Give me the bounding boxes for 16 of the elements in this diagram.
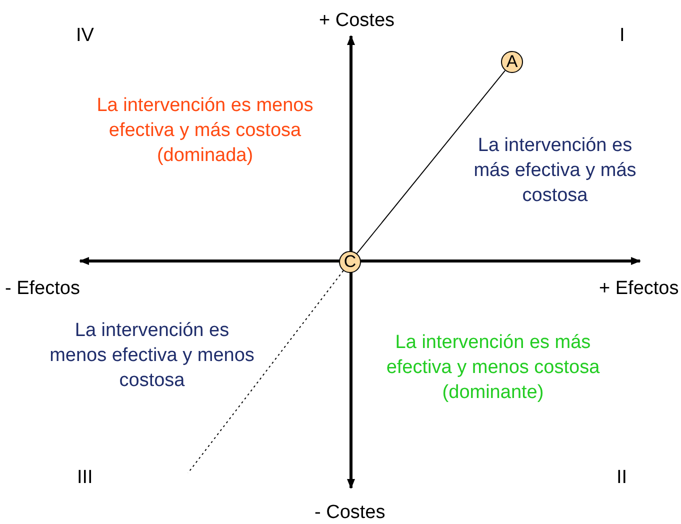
dotted-line	[188, 270, 344, 474]
quadrant-description: La intervención es más efectiva y menos costosa (dominante)	[385, 331, 601, 405]
axis-label: + Efectos	[599, 277, 679, 301]
point-marker: C	[339, 251, 361, 273]
quadrant-description: La intervención es más efectiva y más costosa	[472, 134, 638, 208]
quadrant-number: IV	[76, 24, 94, 48]
quadrant-description: La intervención es menos efectiva y más costosa (dominada)	[96, 94, 314, 168]
quadrant-number: II	[616, 466, 628, 490]
quadrant-number: III	[77, 466, 93, 490]
quadrant-number: I	[620, 24, 625, 48]
axis-label: - Costes	[314, 501, 386, 524]
axis-label: + Costes	[319, 9, 395, 33]
axis-label: - Efectos	[5, 277, 80, 301]
quadrant-description: La intervención es menos efectiva y menos costosa	[50, 319, 254, 393]
connector-line	[356, 70, 506, 254]
point-marker: A	[501, 51, 523, 73]
